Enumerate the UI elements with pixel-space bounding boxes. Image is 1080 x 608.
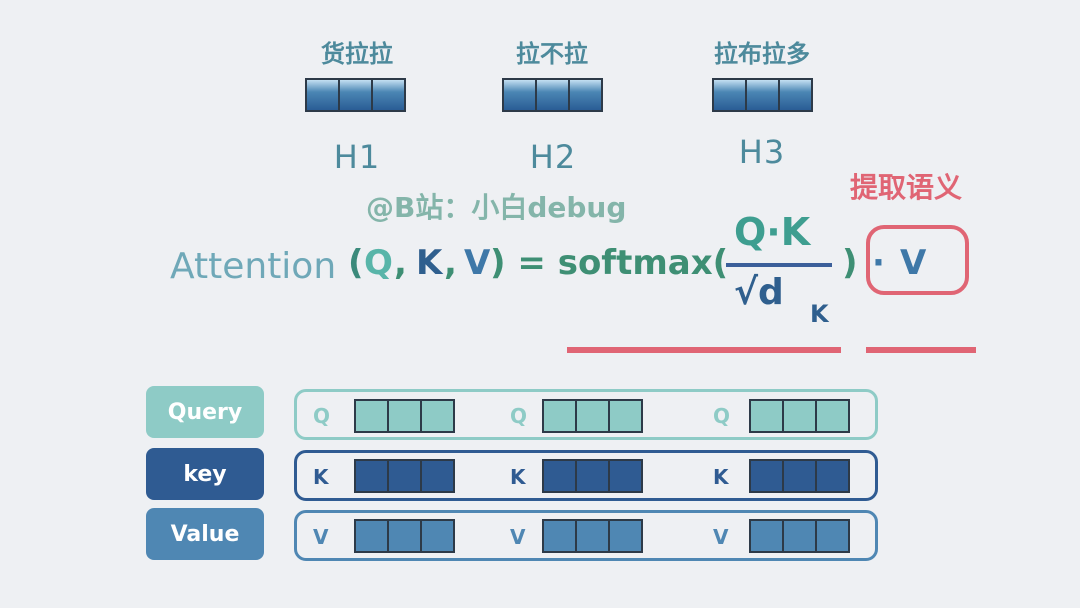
head-vector (712, 78, 813, 112)
formula-function-name: Attention (170, 246, 337, 287)
fraction-numerator: Q·K (734, 210, 811, 254)
query-box (294, 389, 878, 440)
query-vector (354, 399, 455, 433)
query-label: Query (146, 386, 264, 438)
query-letter: Q (713, 404, 731, 428)
formula-close-paren: ) (842, 243, 858, 283)
v-highlight-box (866, 225, 969, 295)
head-name: H2 (529, 138, 577, 176)
formula-v: V (464, 243, 491, 283)
value-vector (749, 519, 850, 553)
formula-k: K (416, 243, 443, 283)
key-vector (749, 459, 850, 493)
query-letter: Q (313, 404, 331, 428)
key-letter: K (510, 465, 526, 489)
underline-v (866, 347, 976, 353)
value-letter: V (313, 525, 329, 549)
head-name: H1 (333, 138, 381, 176)
watermark: @B站：小白debug (366, 191, 627, 224)
fraction-denominator: √d (734, 272, 784, 313)
value-box (294, 510, 878, 561)
key-vector (354, 459, 455, 493)
formula-softmax: ) = softmax( (490, 243, 729, 283)
fraction-subscript: K (810, 300, 829, 328)
key-letter: K (313, 465, 329, 489)
extract-semantics-label: 提取语义 (850, 171, 963, 204)
value-letter: V (510, 525, 526, 549)
formula-comma: , (444, 243, 457, 283)
key-vector (542, 459, 643, 493)
key-label: key (146, 448, 264, 500)
head-name: H3 (738, 133, 786, 171)
key-box (294, 450, 878, 501)
value-letter: V (713, 525, 729, 549)
head-vector (305, 78, 406, 112)
head-word: 货拉拉 (321, 40, 393, 68)
query-letter: Q (510, 404, 528, 428)
key-letter: K (713, 465, 729, 489)
formula-dot: · (872, 243, 885, 283)
fraction-bar (726, 263, 832, 267)
formula-q: Q (364, 243, 393, 283)
head-word: 拉布拉多 (714, 40, 810, 68)
value-label: Value (146, 508, 264, 560)
formula-v-final: V (900, 243, 927, 283)
head-vector (502, 78, 603, 112)
head-word: 拉不拉 (516, 40, 588, 68)
value-vector (354, 519, 455, 553)
query-vector (542, 399, 643, 433)
formula-open-paren: ( (348, 243, 364, 283)
formula-comma: , (394, 243, 407, 283)
query-vector (749, 399, 850, 433)
underline-softmax (567, 347, 841, 353)
value-vector (542, 519, 643, 553)
